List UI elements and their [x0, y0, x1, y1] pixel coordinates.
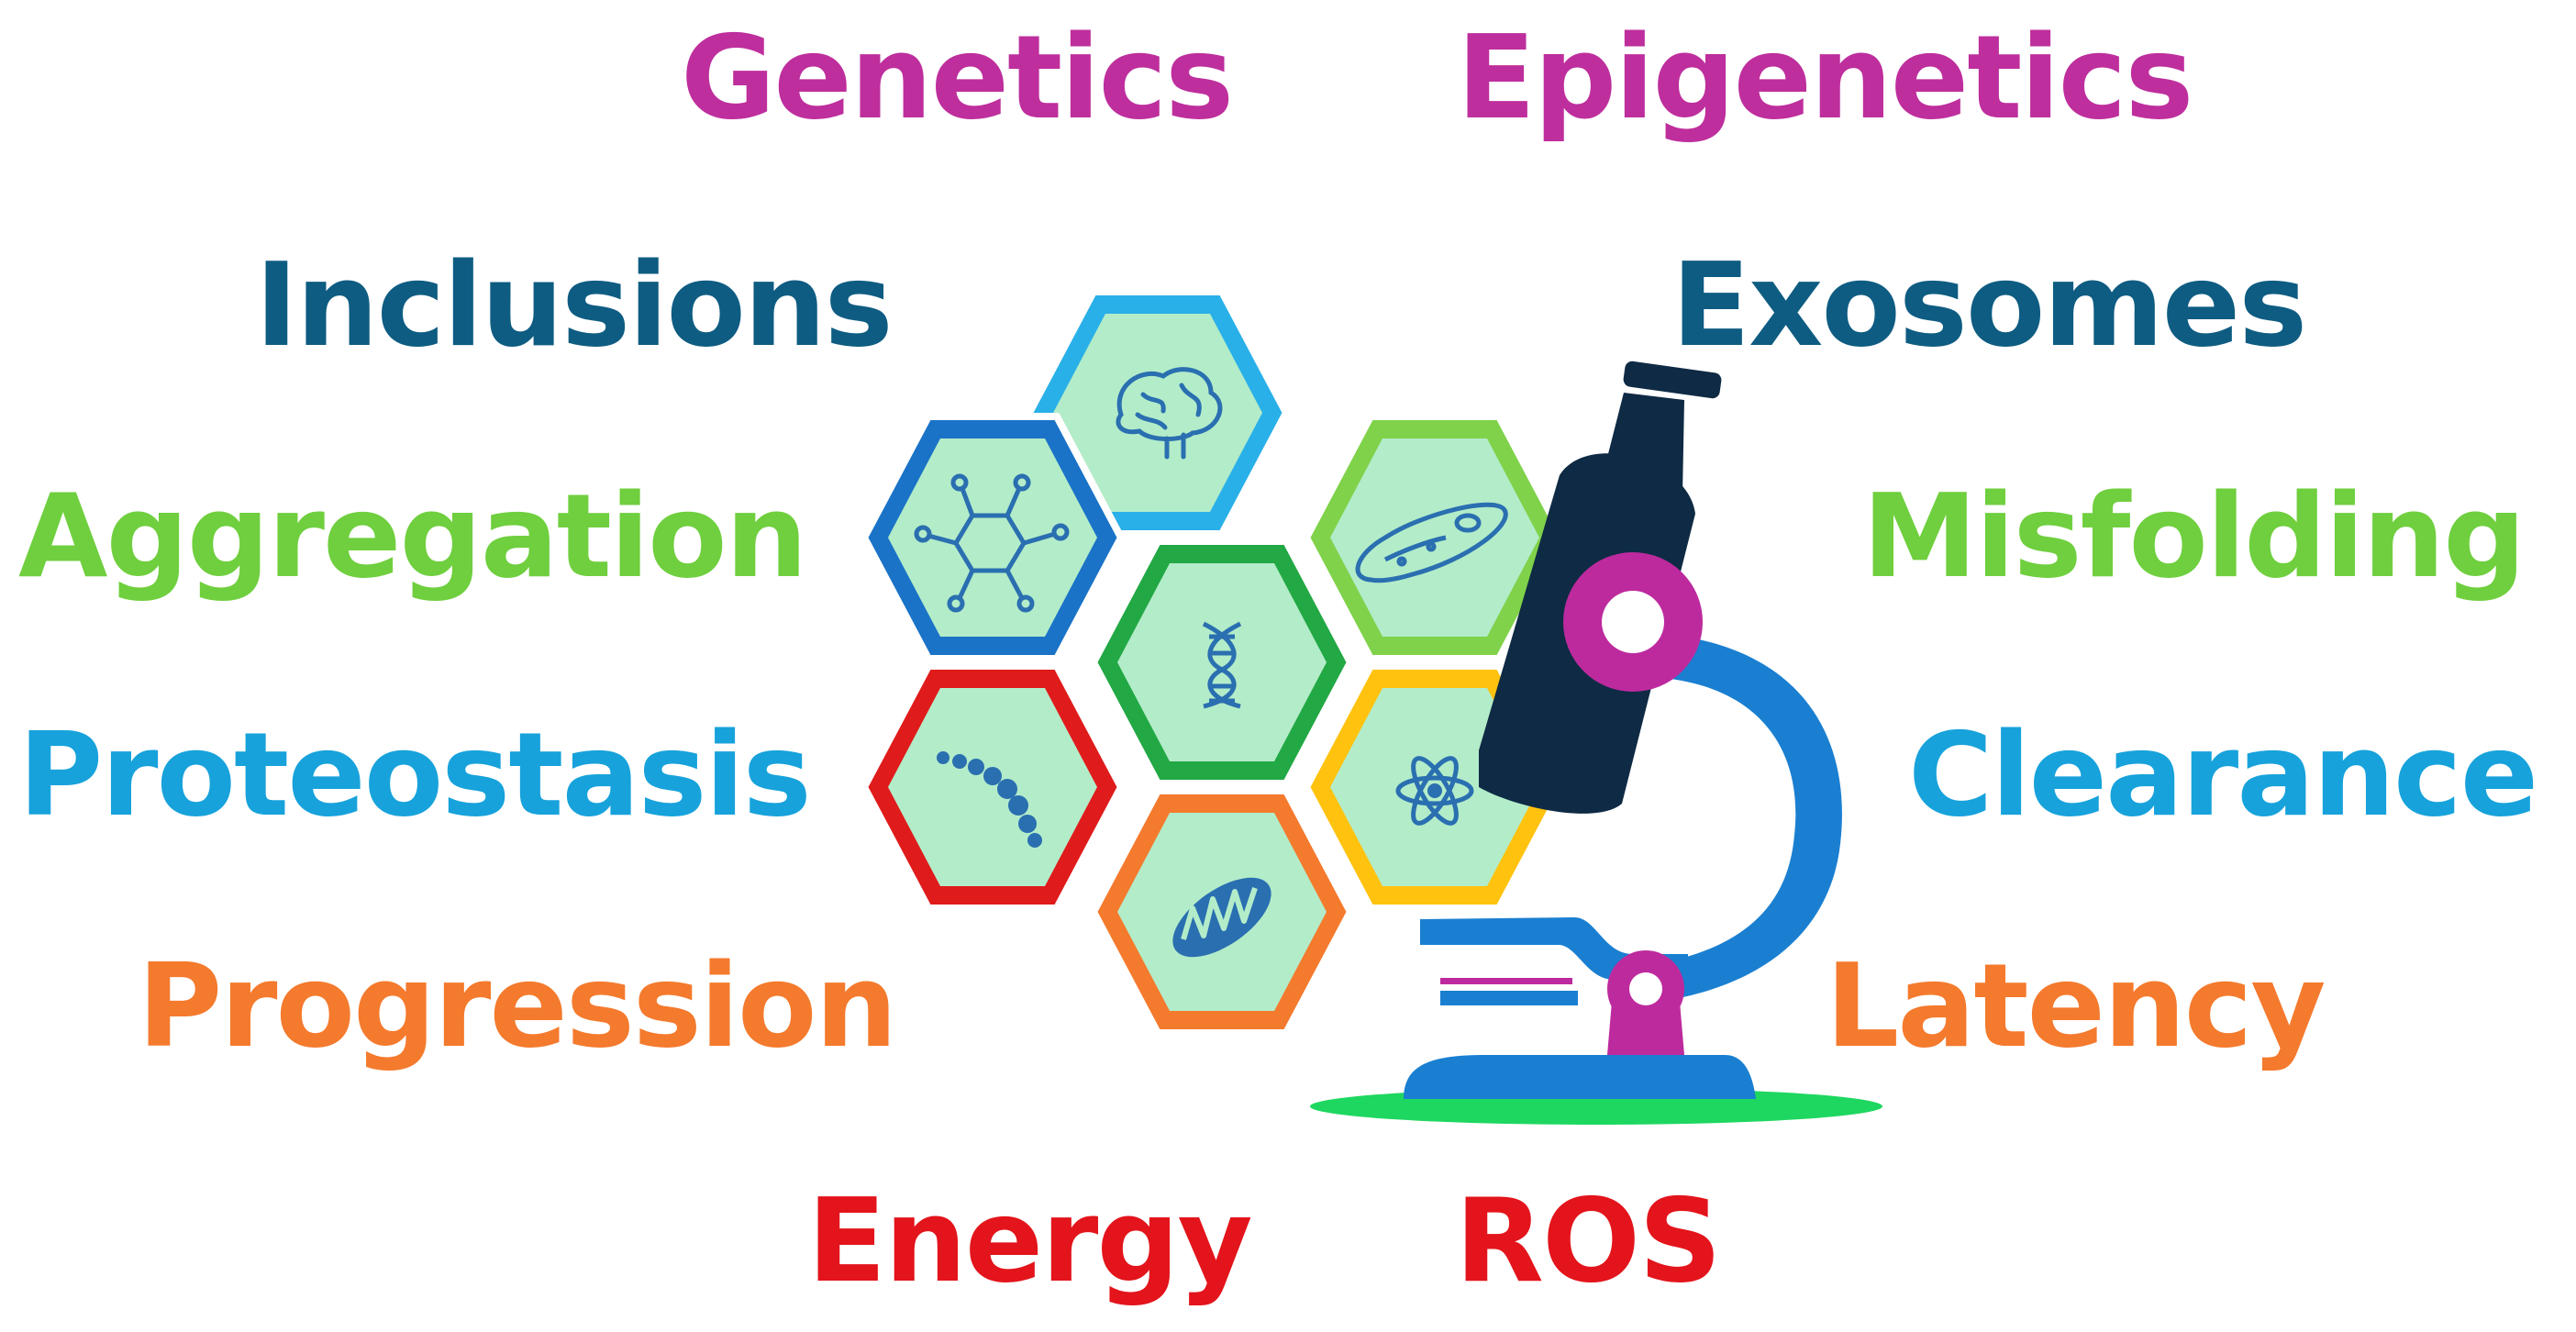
term-epigenetics: Epigenetics [1457, 10, 2193, 145]
hex-tile-brain [1026, 288, 1290, 538]
term-inclusions: Inclusions [255, 238, 894, 372]
microscope-icon [1310, 361, 1882, 1125]
hex-tile-mitochondria [1090, 787, 1354, 1037]
hexagon-cluster [861, 288, 1567, 1037]
microscope-arm [1651, 633, 1842, 1000]
hex-tile-molecule [861, 413, 1125, 662]
term-genetics: Genetics [681, 10, 1234, 145]
term-latency: Latency [1826, 938, 2326, 1073]
mitochondria-icon [1172, 877, 1271, 958]
microscope-eyepiece [1600, 393, 1684, 505]
atom-icon [1395, 756, 1474, 826]
cell-icon [1355, 502, 1508, 583]
microscope-base [1404, 1055, 1756, 1099]
brain-icon [1116, 367, 1223, 460]
term-energy: Energy [807, 1173, 1253, 1308]
molecule-icon [914, 473, 1070, 613]
term-aggregation: Aggregation [18, 469, 807, 604]
term-progression: Progression [138, 938, 897, 1073]
protein-chain-icon [937, 751, 1042, 848]
term-clearance: Clearance [1908, 707, 2538, 842]
term-misfolding: Misfolding [1862, 469, 2526, 604]
term-proteostasis: Proteostasis [18, 707, 812, 842]
hex-tile-dna [1090, 538, 1354, 787]
hex-tile-protein-chain [861, 662, 1125, 912]
hex-tile-cell [1303, 413, 1567, 662]
term-ros: ROS [1455, 1173, 1722, 1308]
term-exosomes: Exosomes [1671, 238, 2307, 372]
dna-icon [1202, 621, 1242, 709]
